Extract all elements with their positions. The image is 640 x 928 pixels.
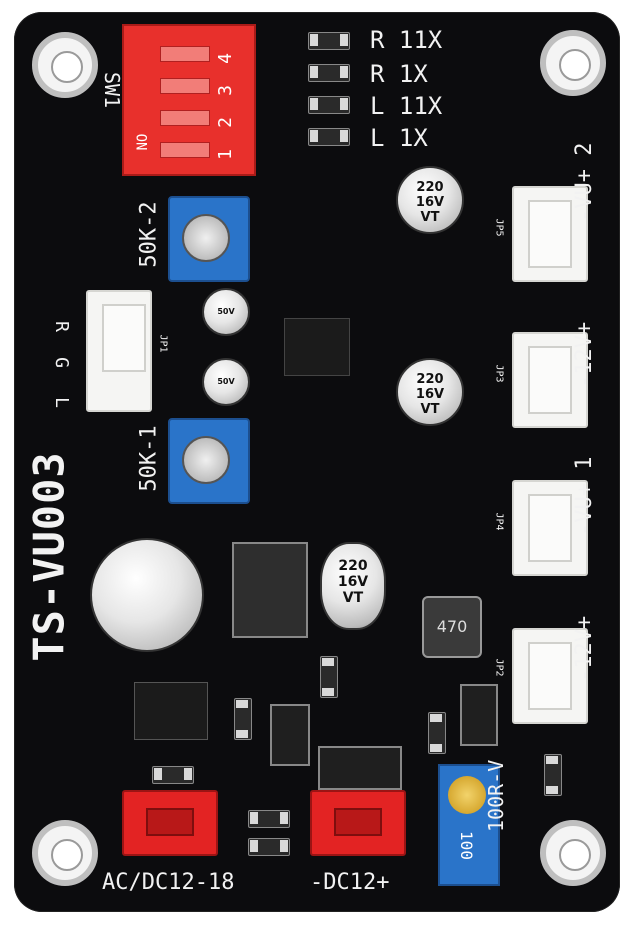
mounting-hole-bottom-right — [540, 820, 606, 886]
pot-label-50k-2: 50K-2 — [136, 201, 162, 268]
resistor-r3 — [248, 810, 290, 828]
output-label-vu-1: -VU+ 1 — [572, 456, 597, 536]
mounting-hole-top-right — [540, 30, 606, 96]
sw1-label: SW1 — [100, 71, 125, 109]
voltage-regulator — [232, 542, 308, 638]
trimmer-100r[interactable]: 100 — [438, 764, 500, 886]
setting-label-l-11x: L 11X — [370, 92, 443, 120]
dip-switch-lever-1[interactable] — [160, 142, 210, 158]
dip-number-1: 1 — [214, 149, 236, 160]
mounting-hole-bottom-left — [32, 820, 98, 886]
diode-d9 — [318, 746, 402, 790]
capacitor-c5: 220 16V VT — [396, 166, 464, 234]
setting-label-l-1x: L 1X — [370, 124, 428, 152]
resistor-r20 — [308, 128, 350, 146]
ic-u3 — [284, 318, 350, 376]
dip-switch[interactable]: ON 1 2 3 4 — [122, 24, 256, 176]
jp4-label: JP4 — [493, 512, 505, 531]
setting-label-r-11x: R 11X — [370, 26, 443, 54]
output-label-12v-a: -12V+ — [572, 321, 597, 388]
output-connector-jp3[interactable] — [512, 332, 588, 428]
input-connector-jp1[interactable] — [86, 290, 152, 412]
capacitor-c1: 220 16V VT — [320, 542, 386, 630]
dip-number-3: 3 — [214, 85, 236, 96]
capacitor-c8 — [234, 698, 252, 740]
power-label-ac-dc: AC/DC12-18 — [102, 870, 235, 895]
output-label-vu-2: -VU+ 2 — [572, 142, 597, 222]
resistor-r18 — [308, 64, 350, 82]
dip-switch-lever-4[interactable] — [160, 46, 210, 62]
potentiometer-50k-1[interactable] — [168, 418, 250, 504]
capacitor-c3 — [90, 538, 204, 652]
potentiometer-knob-icon[interactable] — [182, 214, 230, 262]
resistor-r1 — [544, 754, 562, 796]
power-input-ac-dc-connector[interactable] — [122, 790, 218, 856]
resistor-r19 — [308, 32, 350, 50]
dip-number-4: 4 — [214, 53, 236, 64]
jp5-label: JP5 — [493, 218, 505, 237]
potentiometer-50k-2[interactable] — [168, 196, 250, 282]
capacitor-c6: 50V — [202, 358, 250, 406]
capacitor-c7: 220 16V VT — [396, 358, 464, 426]
resistor-r21 — [308, 96, 350, 114]
board-model-label: TS-VU003 — [24, 451, 74, 662]
capacitor-c9 — [320, 656, 338, 698]
diode-d1 — [460, 684, 498, 746]
input-channel-r: R — [50, 321, 72, 332]
output-label-12v-b: -12V+ — [572, 615, 597, 682]
trimmer-screw-icon[interactable] — [448, 776, 486, 814]
jp1-label: JP1 — [157, 334, 169, 353]
inductor-l1: 470 — [422, 596, 482, 658]
capacitor-c16 — [428, 712, 446, 754]
input-channel-g: G — [50, 357, 72, 368]
output-connector-jp4[interactable] — [512, 480, 588, 576]
jp2-label: JP2 — [493, 658, 505, 677]
pot-label-50k-1: 50K-1 — [136, 425, 162, 492]
input-channel-l: L — [50, 397, 72, 408]
jp3-label: JP3 — [493, 364, 505, 383]
power-label-dc: -DC12+ — [310, 870, 390, 895]
mounting-hole-top-left — [32, 32, 98, 98]
trimmer-label: 100R-V — [484, 759, 508, 832]
capacitor-c14 — [152, 766, 194, 784]
output-connector-jp5[interactable] — [512, 186, 588, 282]
dip-number-2: 2 — [214, 117, 236, 128]
dip-switch-lever-3[interactable] — [160, 78, 210, 94]
diode-d10 — [270, 704, 310, 766]
setting-label-r-1x: R 1X — [370, 60, 428, 88]
dip-switch-lever-2[interactable] — [160, 110, 210, 126]
pcb-board: ON 1 2 3 4 SW1 R 11X R 1X L 11X L 1X 50K… — [14, 12, 620, 912]
bridge-rectifier-db1 — [134, 682, 208, 740]
power-input-dc-connector[interactable] — [310, 790, 406, 856]
capacitor-c4: 50V — [202, 288, 250, 336]
dip-on-label: ON — [132, 133, 149, 151]
trimmer-marking: 100 — [456, 831, 476, 860]
output-connector-jp2[interactable] — [512, 628, 588, 724]
led1 — [248, 838, 290, 856]
potentiometer-knob-icon[interactable] — [182, 436, 230, 484]
